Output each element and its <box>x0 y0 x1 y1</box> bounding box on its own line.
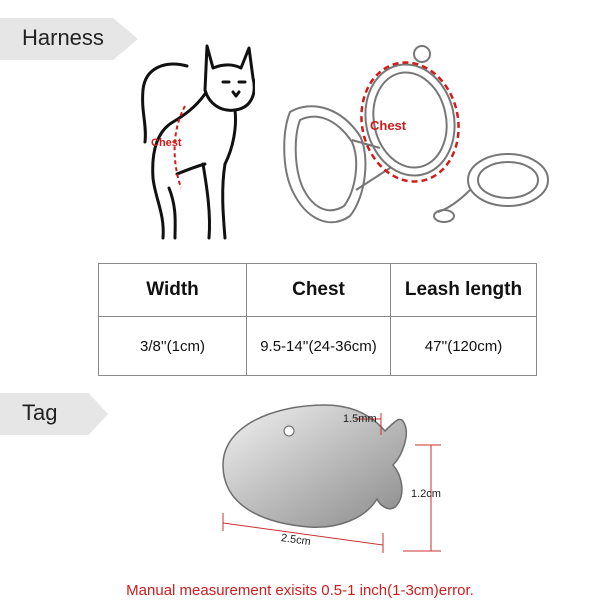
measurement-disclaimer: Manual measurement exisits 0.5-1 inch(1-… <box>126 582 474 599</box>
header-chest: Chest <box>246 263 391 317</box>
fish-tag-shape <box>222 404 407 528</box>
cat-illustration: Chest <box>141 44 255 240</box>
cell-leash-length: 47''(120cm) <box>390 316 537 376</box>
harness-illustration: Chest <box>283 45 549 224</box>
header-width: Width <box>98 263 247 317</box>
cell-chest: 9.5-14''(24-36cm) <box>246 316 391 376</box>
size-spec-table: Width Chest Leash length 3/8''(1cm) 9.5-… <box>98 263 537 376</box>
tag-hole-label: 1.5mm <box>343 413 377 425</box>
table-row: 3/8''(1cm) 9.5-14''(24-36cm) 47''(120cm) <box>98 316 537 376</box>
table-header-row: Width Chest Leash length <box>98 263 537 317</box>
tag-hole <box>283 425 295 437</box>
tag-length-label: 2.5cm <box>280 532 311 548</box>
tag-section-title: Tag <box>22 400 58 425</box>
cell-width: 3/8''(1cm) <box>98 316 247 376</box>
fish-tag-illustration: 1.5mm 1.2cm 2.5cm <box>222 404 441 553</box>
harness-chest-label: Chest <box>370 118 407 133</box>
harness-section-title: Harness <box>22 25 104 50</box>
cat-chest-label: Chest <box>151 137 182 149</box>
tag-section-tab: Tag <box>0 393 108 435</box>
header-leash-length: Leash length <box>390 263 537 317</box>
tag-height-label: 1.2cm <box>411 488 441 500</box>
harness-section-tab: Harness <box>0 18 138 60</box>
